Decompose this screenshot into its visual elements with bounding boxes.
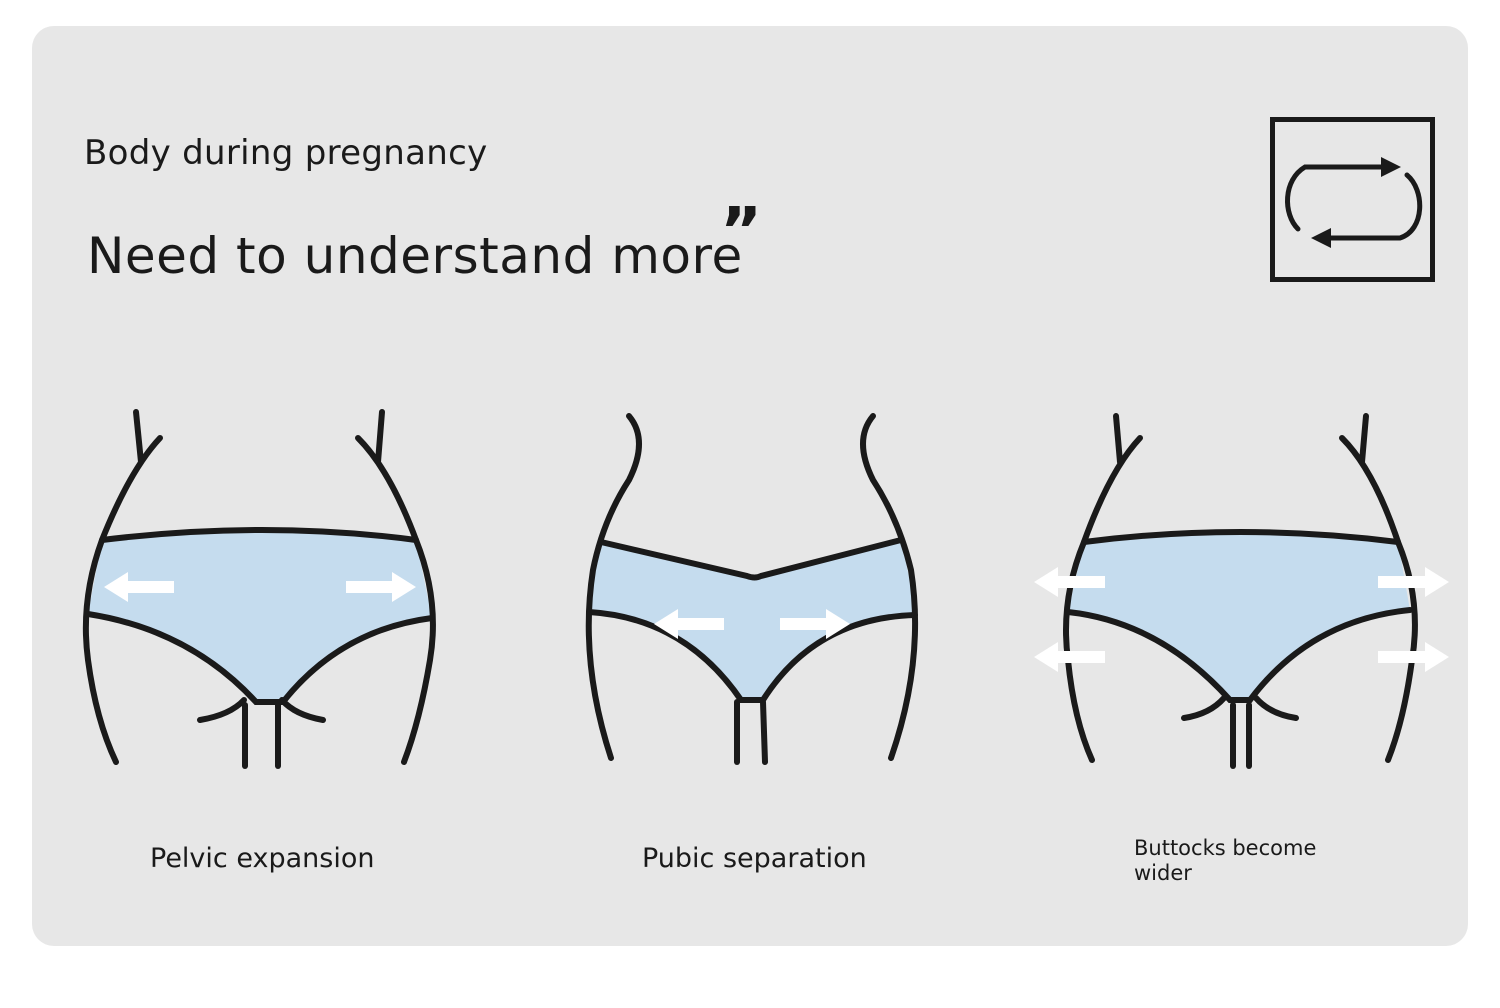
repeat-cycle-icon	[1270, 117, 1435, 282]
arrow-left	[104, 572, 174, 602]
arrow-left-upper	[1034, 567, 1105, 597]
caption-buttocks-wider: Buttocks become wider	[1134, 836, 1317, 885]
buttocks-wider-illustration	[1034, 413, 1449, 769]
subtitle: Body during pregnancy	[84, 133, 488, 173]
info-card	[32, 26, 1468, 946]
arrow-left-lower	[1034, 642, 1105, 672]
arrow-right-lower	[1378, 642, 1449, 672]
headline: Need to understand more	[87, 227, 743, 285]
caption-pubic-separation: Pubic separation	[642, 843, 867, 874]
arrow-right	[346, 572, 416, 602]
arrow-right-upper	[1378, 567, 1449, 597]
arrow-left	[654, 609, 724, 639]
closing-quote-mark: ”	[720, 195, 763, 269]
caption-pelvic-expansion: Pelvic expansion	[150, 843, 375, 874]
pelvic-expansion-illustration	[82, 409, 436, 769]
pubic-separation-illustration	[585, 413, 919, 765]
arrow-right	[780, 609, 850, 639]
